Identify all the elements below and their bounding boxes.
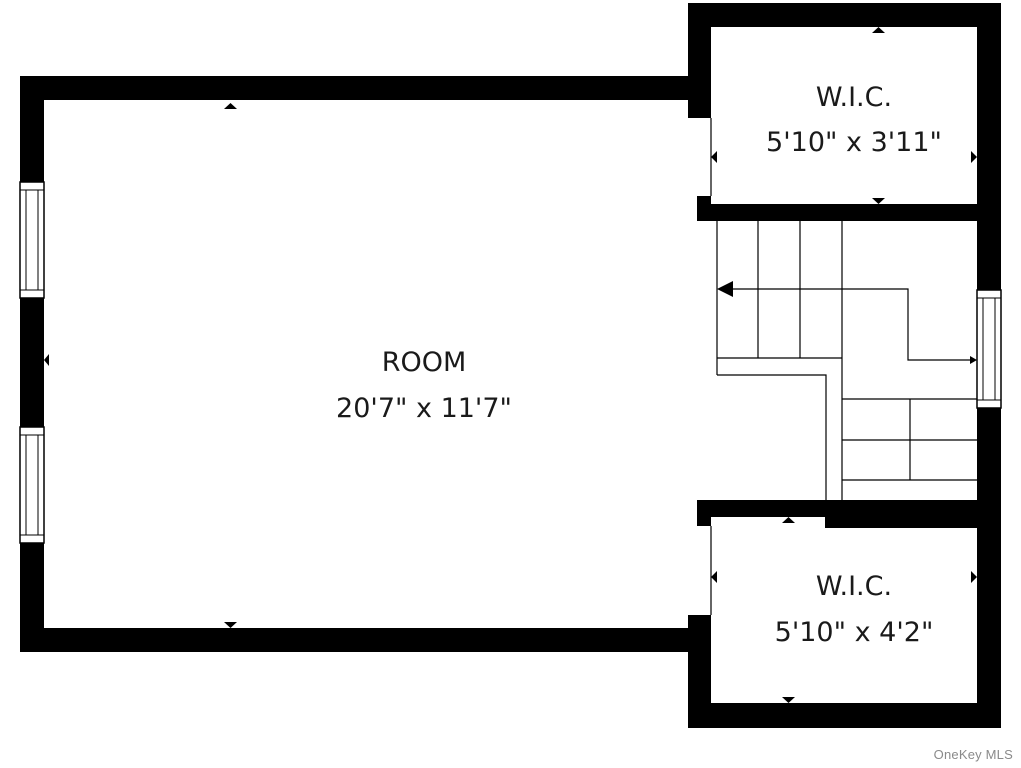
main-room-left-wall — [20, 76, 44, 652]
window-left-upper — [19, 181, 45, 299]
stair-right-wall-lower — [977, 408, 1001, 728]
wic-bottom-left-marker — [711, 571, 717, 583]
wic-top-top-wall — [688, 3, 1001, 27]
wic-bottom-right-marker — [971, 571, 977, 583]
window-right-stair — [976, 289, 1002, 409]
wic-top-top-marker — [872, 27, 885, 33]
main-room-left-marker — [44, 354, 49, 366]
stair-end-tick — [970, 356, 977, 364]
main-room-name: ROOM — [382, 347, 467, 378]
wic-top-right-marker — [971, 151, 977, 163]
stair-walk-line — [722, 288, 970, 361]
main-room-bottom-marker — [224, 622, 237, 628]
main-room-dimensions: 20'7" x 11'7" — [336, 393, 512, 424]
staircase — [716, 221, 977, 500]
wic-top-left-wall — [688, 3, 711, 76]
wic-top-bottom-wall — [697, 204, 1001, 221]
wic-top-dimensions: 5'10" x 3'11" — [766, 127, 942, 158]
windows — [19, 181, 1002, 544]
wic-bottom-bottom-marker — [782, 697, 795, 703]
wic-top-door-jamb — [697, 196, 711, 221]
wic-bottom-left-wall — [688, 615, 711, 728]
wic-bottom-top-wall-right — [825, 500, 1001, 528]
wic-top-name: W.I.C. — [816, 82, 892, 113]
dimension-markers — [44, 27, 977, 703]
main-room-top-marker — [224, 103, 237, 109]
walls — [20, 3, 1001, 728]
stair-direction-arrow — [717, 281, 733, 297]
watermark: OneKey MLS — [933, 747, 1013, 762]
wic-top-bottom-marker — [872, 198, 885, 204]
main-room-top-wall — [20, 76, 697, 100]
window-left-lower — [19, 426, 45, 544]
main-room-bottom-wall — [20, 628, 697, 652]
wic-top-right-wall — [977, 3, 1001, 296]
wic-top-left-marker — [711, 151, 717, 163]
room-labels: ROOM 20'7" x 11'7" W.I.C. 5'10" x 3'11" … — [336, 82, 942, 648]
wic-bottom-name: W.I.C. — [816, 571, 892, 602]
main-room-right-wall-upper — [688, 76, 711, 118]
wic-bottom-bottom-wall — [688, 703, 1001, 728]
wic-bottom-door-jamb — [697, 500, 711, 526]
wic-bottom-dimensions: 5'10" x 4'2" — [775, 617, 934, 648]
wic-bottom-top-wall-left — [697, 500, 825, 517]
wic-bottom-top-marker — [782, 517, 795, 523]
